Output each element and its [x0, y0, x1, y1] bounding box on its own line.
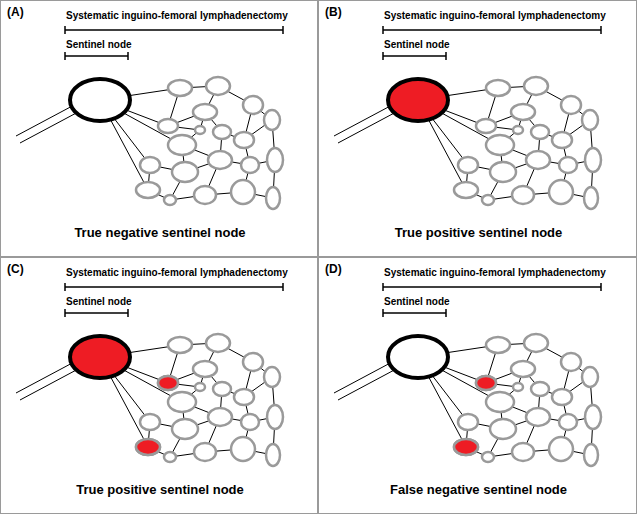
positive-node	[454, 439, 478, 455]
panel-letter: (A)	[7, 5, 24, 19]
panel-letter: (C)	[7, 262, 24, 276]
positive-node	[136, 439, 160, 455]
panel-letter: (B)	[325, 5, 342, 19]
lymph-network	[334, 283, 601, 466]
figure-panel: (D) Systematic inguino-femoral lymphadene…	[318, 257, 637, 514]
panel-letter: (D)	[325, 262, 342, 276]
figure-panel: (B) Systematic inguino-femoral lymphadene…	[318, 0, 637, 257]
bracket-label: Sentinel node	[66, 296, 132, 308]
panel-caption: True positive sentinel node	[319, 225, 637, 241]
section-heading: Systematic inguino-femoral lymphadenecto…	[66, 10, 288, 22]
positive-node	[476, 376, 496, 390]
bracket-label: Sentinel node	[384, 39, 450, 51]
panel-c-illustration	[16, 283, 283, 466]
panel-d-illustration	[334, 283, 601, 466]
section-heading: Systematic inguino-femoral lymphadenecto…	[384, 267, 606, 279]
figure-panel: (A) Systematic inguino-femoral lymphadene…	[0, 0, 318, 257]
sentinel-node-circle	[388, 336, 448, 378]
section-heading: Systematic inguino-femoral lymphadenecto…	[384, 10, 606, 22]
lymph-network	[16, 26, 283, 209]
bracket-label: Sentinel node	[66, 39, 132, 51]
positive-node	[158, 376, 178, 390]
sentinel-node-circle	[388, 79, 448, 121]
bracket-label: Sentinel node	[384, 296, 450, 308]
lymph-network	[16, 283, 283, 466]
figure-panel: (C) Systematic inguino-femoral lymphadene…	[0, 257, 318, 514]
panel-caption: True negative sentinel node	[1, 225, 319, 241]
panel-caption: False negative sentinel node	[319, 482, 637, 498]
panel-a-illustration	[16, 26, 283, 209]
lymph-network	[334, 26, 601, 209]
panel-caption: True positive sentinel node	[1, 482, 319, 498]
sentinel-node-circle	[70, 79, 130, 121]
section-heading: Systematic inguino-femoral lymphadenecto…	[66, 267, 288, 279]
panel-b-illustration	[334, 26, 601, 209]
sentinel-node-circle	[70, 336, 130, 378]
